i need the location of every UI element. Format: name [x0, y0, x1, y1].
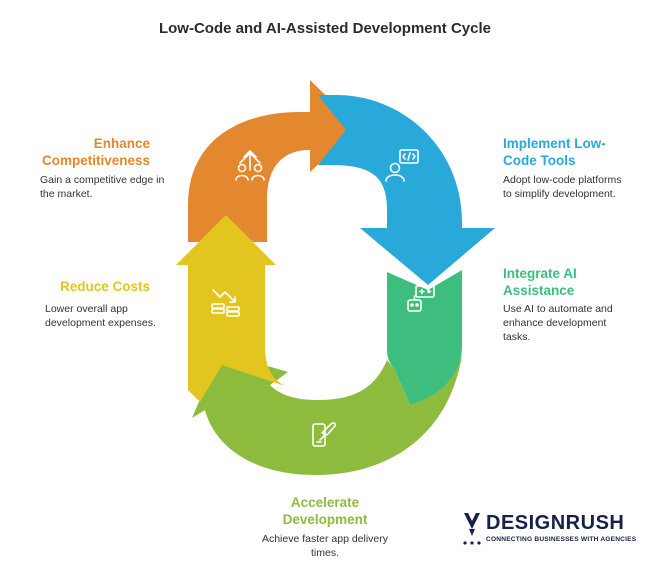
designrush-logo: DESIGNRUSH CONNECTING BUSINESSES WITH AG…: [460, 509, 640, 549]
team-growth-icon: [235, 150, 265, 181]
stage-reduce-description: Lower overall app development expenses.: [45, 303, 156, 329]
stage-enhance-arrow: [188, 80, 358, 242]
logo-tagline: CONNECTING BUSINESSES WITH AGENCIES: [486, 536, 637, 543]
stage-enhance-heading: Enhance Competitiveness: [41, 136, 150, 168]
stage-accelerate-arrow: [192, 352, 462, 475]
stage-integrate-arrow: [387, 270, 462, 405]
diagram-title: Low-Code and AI-Assisted Development Cyc…: [158, 20, 491, 37]
stage-reduce-arrow: [176, 215, 285, 402]
stage-reduce-heading: Reduce Costs: [59, 279, 150, 294]
stage-accelerate-heading: Accelerate Development: [282, 495, 368, 527]
stage-integrate-heading: Integrate AI Assistance: [503, 266, 577, 298]
designrush-mark-icon: [463, 513, 481, 545]
stage-implement-description: Adopt low-code platforms to simplify dev…: [503, 174, 622, 200]
stage-enhance-description: Gain a competitive edge in the market.: [40, 174, 165, 200]
coins-down-trend-icon: [211, 289, 240, 317]
logo-name: DESIGNRUSH: [486, 512, 625, 534]
stage-implement-heading: Implement Low- Code Tools: [503, 136, 606, 168]
ai-robot-icon: [407, 285, 435, 312]
code-screen-developer-icon: [385, 149, 419, 182]
stage-integrate-description: Use AI to automate and enhance developme…: [503, 303, 613, 343]
mobile-rocket-icon: [312, 422, 336, 447]
stage-implement-arrow: [318, 95, 495, 285]
stage-accelerate-description: Achieve faster app delivery times.: [261, 533, 389, 559]
